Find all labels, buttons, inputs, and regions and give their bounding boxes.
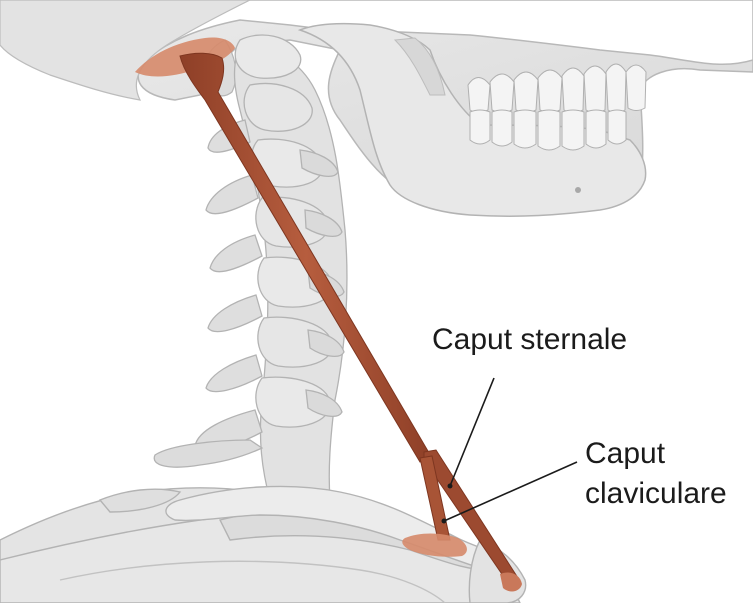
teeth xyxy=(467,63,647,151)
mental-foramen xyxy=(575,187,581,193)
spinous-process xyxy=(207,294,263,333)
spinous-process xyxy=(205,354,263,393)
sternocleidomastoid-muscle xyxy=(135,37,522,592)
spinous-process xyxy=(209,234,263,273)
label-caput-claviculare-line2: claviculare xyxy=(585,477,727,510)
occipital-region xyxy=(0,0,251,101)
vertebra-c6 xyxy=(257,316,333,368)
leader-line-sternale xyxy=(449,377,495,487)
transverse-process xyxy=(304,209,343,238)
pointer-dot-sternale xyxy=(447,483,453,489)
acromion xyxy=(98,488,182,513)
transverse-process xyxy=(299,149,339,178)
pointer-dot-claviculare xyxy=(441,518,447,524)
shoulder-girdle xyxy=(0,485,527,603)
vertebra-c7 xyxy=(255,376,331,428)
cervical-spine xyxy=(153,34,348,501)
spinous-process xyxy=(205,174,259,215)
rib-arc xyxy=(59,560,446,603)
vertebra-c2 xyxy=(243,82,313,132)
label-caput-sternale: Caput sternale xyxy=(432,323,628,356)
skull xyxy=(0,0,753,217)
leader-line-claviculare xyxy=(443,461,578,522)
sternal-insertion xyxy=(500,572,522,592)
clavicular-insertion xyxy=(402,533,467,557)
spinous-process-t1 xyxy=(153,439,264,468)
vertebra-c1 xyxy=(234,34,302,79)
transverse-process xyxy=(305,389,343,418)
mandible-notch xyxy=(393,37,446,96)
transverse-process xyxy=(307,329,345,358)
label-caput-claviculare-line1: Caput xyxy=(585,437,666,470)
muscle-belly xyxy=(179,52,433,463)
